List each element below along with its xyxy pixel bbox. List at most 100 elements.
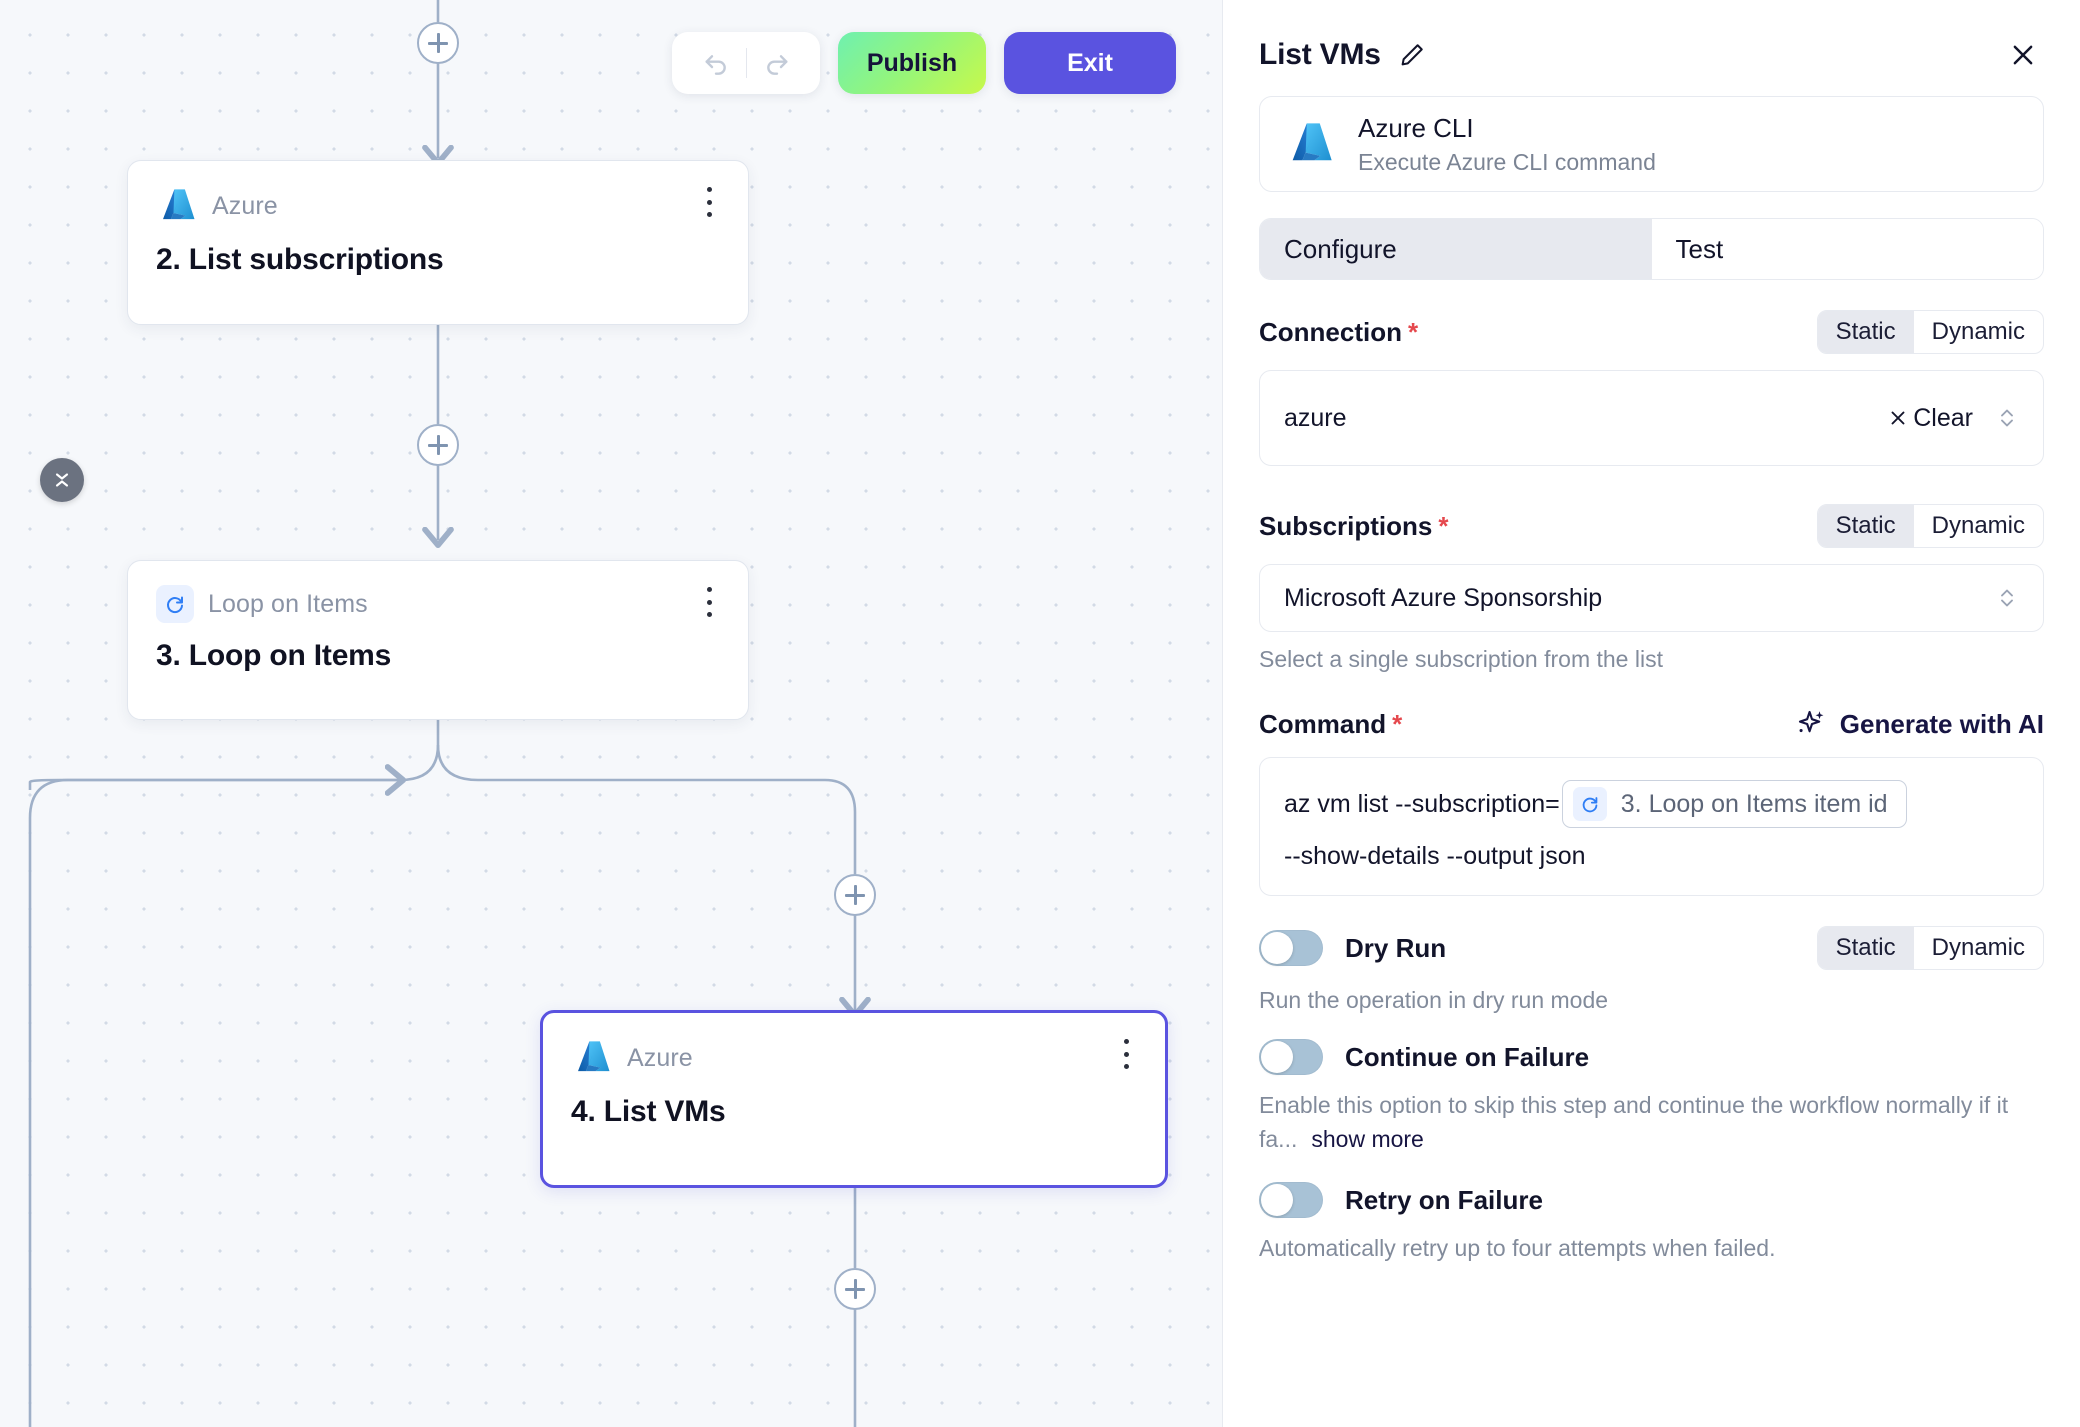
node-title: 2. List subscriptions [156,243,444,276]
undo-arrow-icon [704,55,726,75]
dry-run-label: Dry Run [1345,932,1447,963]
command-variable-token[interactable]: 3. Loop on Items item id [1561,780,1907,828]
canvas-toolbar: Publish Exit [672,32,1176,94]
azure-logo-icon [578,1041,610,1072]
subscriptions-mode-dynamic[interactable]: Dynamic [1931,512,2025,539]
integration-name: Azure CLI [1358,112,1474,143]
node-type-label: Azure [627,1043,693,1072]
redo-arrow-icon [766,55,788,75]
tab-configure[interactable]: Configure [1260,219,1652,279]
connection-label: Connection [1259,316,1402,347]
add-step-button-loop-body[interactable] [834,874,876,916]
add-step-button-after-node2[interactable] [417,424,459,466]
connection-chevron-button[interactable] [1995,403,2019,433]
node-type-label: Azure [212,191,278,220]
required-marker: * [1408,316,1419,347]
retry-on-failure-label: Retry on Failure [1345,1184,1543,1215]
add-step-button-after-node4[interactable] [834,1268,876,1310]
dry-run-mode-toggle: Static Dynamic [1816,926,2044,970]
undo-button[interactable] [686,32,746,94]
workflow-canvas[interactable]: Publish Exit [0,0,1222,1427]
node-title: 3. Loop on Items [156,639,392,672]
workflow-node-list-subscriptions[interactable]: Azure 2. List subscriptions [127,160,749,325]
connection-select[interactable]: azure Clear [1259,370,2044,466]
toggle-knob [1261,1041,1293,1074]
subscriptions-hint: Select a single subscription from the li… [1259,646,1663,672]
subscriptions-mode-toggle: Static Dynamic [1816,504,2044,548]
subscriptions-label: Subscriptions [1259,510,1433,541]
dry-run-description: Run the operation in dry run mode [1259,987,1609,1013]
connection-mode-static[interactable]: Static [1817,311,1914,353]
dry-run-row: Dry Run Static Dynamic [1259,926,2044,970]
connection-mode-toggle: Static Dynamic [1816,310,2044,354]
chevron-updown-icon [2001,409,2013,427]
toggle-knob [1261,1184,1293,1217]
generate-with-ai-button[interactable]: Generate with AI [1794,707,2044,741]
node-header: Azure [156,185,720,227]
command-label: Command [1259,708,1387,739]
rename-step-button[interactable] [1397,40,1427,70]
panel-header: List VMs [1259,0,2044,96]
azure-logo-icon [1292,123,1332,161]
subscriptions-value: Microsoft Azure Sponsorship [1284,583,1603,612]
close-panel-button[interactable] [2002,34,2044,76]
node-title: 4. List VMs [571,1095,726,1128]
node-menu-button[interactable] [696,187,722,217]
sparkle-ai-icon [1798,710,1824,733]
required-marker: * [1392,708,1403,739]
loop-badge [156,585,194,623]
undo-redo-group [672,32,820,94]
integration-card: Azure CLI Execute Azure CLI command [1259,96,2044,192]
exit-button[interactable]: Exit [1004,32,1176,94]
continue-on-failure-description: Enable this option to skip this step and… [1259,1089,2044,1156]
loop-refresh-icon [167,596,183,614]
loop-refresh-icon [1582,797,1598,813]
publish-button[interactable]: Publish [838,32,986,94]
redo-button[interactable] [747,32,807,94]
panel-title: List VMs [1259,38,1381,71]
workflow-node-list-vms[interactable]: Azure 4. List VMs [540,1010,1168,1188]
connection-mode-dynamic[interactable]: Dynamic [1931,318,2025,345]
collapse-loop-button[interactable] [40,458,84,502]
panel-tabs: Configure Test [1259,218,2044,280]
subscriptions-chevron-button[interactable] [1995,583,2019,613]
command-editor[interactable]: az vm list --subscription= 3. Loop on It… [1259,757,2044,896]
retry-on-failure-description: Automatically retry up to four attempts … [1259,1235,1776,1262]
workflow-node-loop-on-items[interactable]: Loop on Items 3. Loop on Items [127,560,749,720]
dry-run-mode-dynamic[interactable]: Dynamic [1931,934,2025,961]
command-text-before: az vm list --subscription= [1284,789,1560,818]
subscriptions-field: Subscriptions * Static Dynamic Microsoft… [1259,504,2044,673]
connection-clear-button[interactable]: Clear [1887,404,1973,433]
node-menu-button[interactable] [1113,1039,1139,1069]
close-x-icon [1891,411,1905,425]
add-step-button-top[interactable] [417,22,459,64]
node-type-label: Loop on Items [208,589,368,618]
node-header: Azure [571,1037,1137,1079]
toolbar-divider [745,48,747,78]
connection-field: Connection * Static Dynamic azure Clear [1259,310,2044,466]
step-config-panel: List VMs [1222,0,2080,1427]
subscriptions-select[interactable]: Microsoft Azure Sponsorship [1259,564,2044,632]
show-more-link[interactable]: show more [1311,1125,1424,1152]
dry-run-toggle[interactable] [1259,930,1323,966]
clear-label: Clear [1913,403,1973,432]
toggle-knob [1261,932,1293,964]
token-badge [1572,787,1607,821]
retry-on-failure-toggle[interactable] [1259,1182,1323,1219]
continue-on-failure-text: Enable this option to skip this step and… [1259,1092,2009,1152]
node-header: Loop on Items [156,585,720,623]
close-x-icon [2013,45,2033,65]
continue-on-failure-toggle[interactable] [1259,1039,1323,1076]
chevron-updown-icon [2001,589,2013,607]
command-text-after: --show-details --output json [1284,842,1586,870]
node-menu-button[interactable] [696,587,722,617]
azure-logo-icon [163,189,195,220]
pencil-icon [1401,44,1423,66]
continue-on-failure-row: Continue on Failure [1259,1039,2044,1076]
connection-value: azure [1284,403,1347,432]
generate-with-ai-label: Generate with AI [1839,708,2044,739]
dry-run-mode-static[interactable]: Static [1817,927,1914,969]
tab-test[interactable]: Test [1651,219,2043,279]
subscriptions-mode-static[interactable]: Static [1817,505,1914,547]
integration-description: Execute Azure CLI command [1358,149,1656,176]
